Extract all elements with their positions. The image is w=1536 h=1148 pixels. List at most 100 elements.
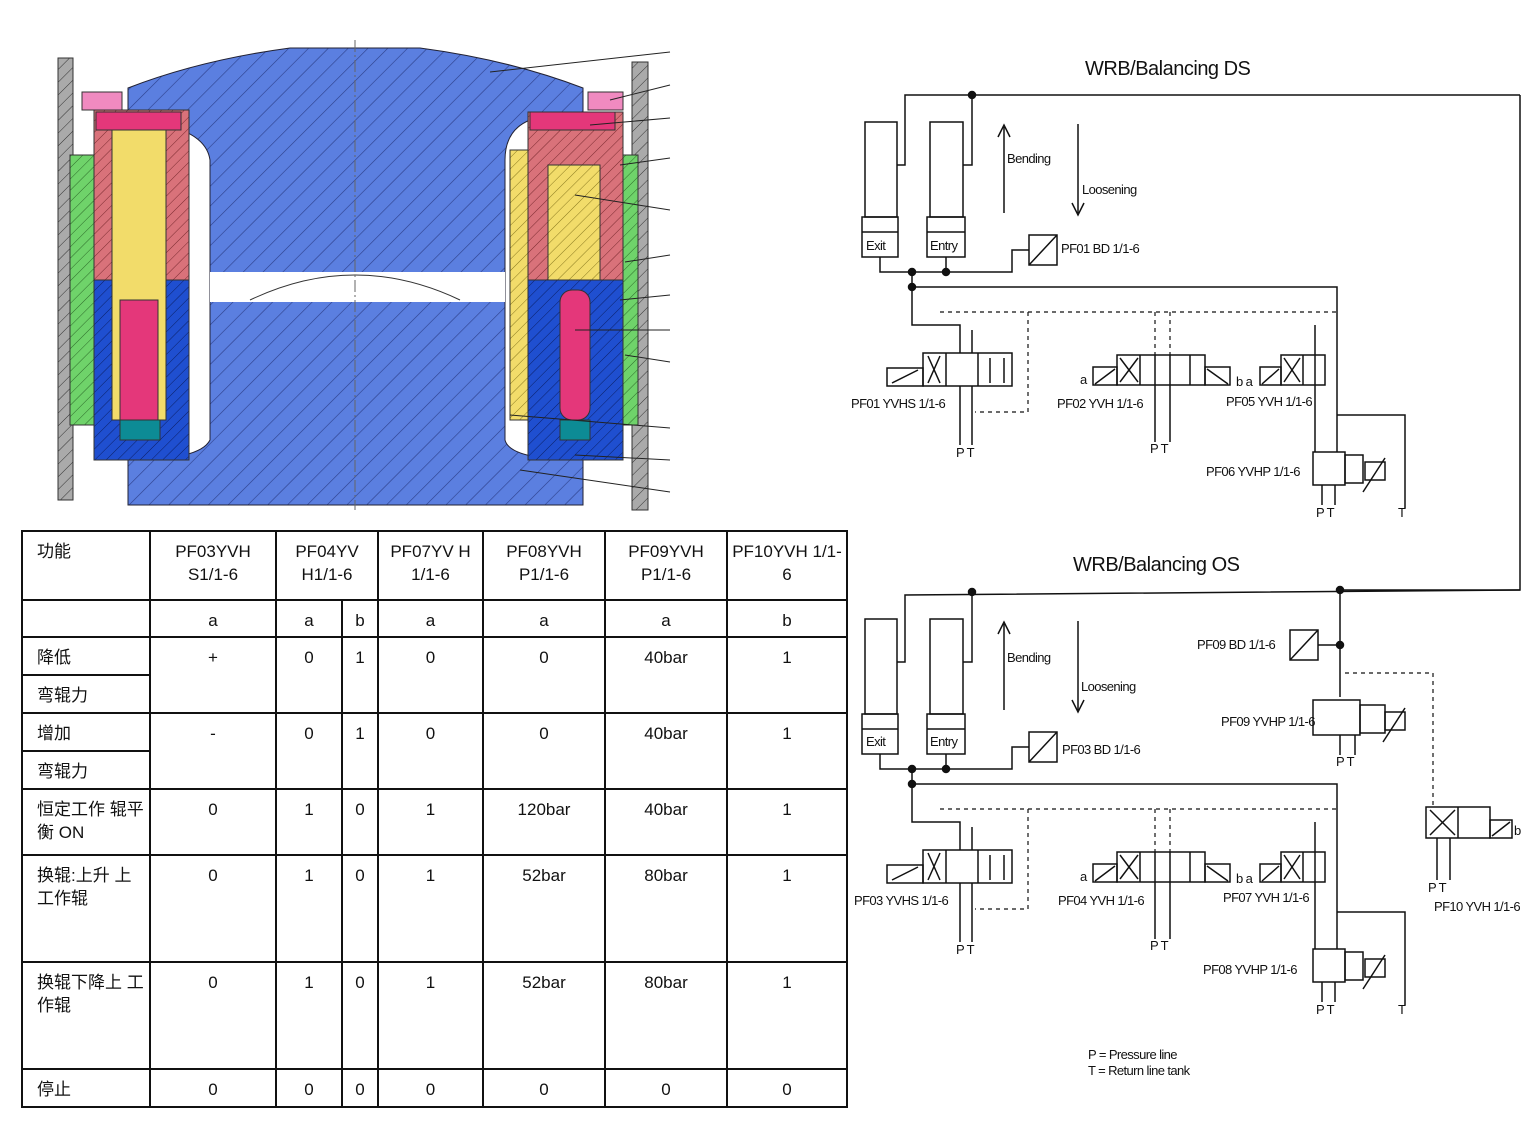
value-cell: 1 — [341, 636, 379, 714]
function-cell: 弯辊力 — [21, 674, 151, 714]
port-cell: a — [275, 599, 343, 638]
value-cell: 0 — [341, 961, 379, 1070]
directional-valve — [922, 352, 1013, 387]
value-cell: 0 — [275, 712, 343, 790]
value-cell: 0 — [482, 712, 606, 790]
schematic-line — [912, 783, 1338, 949]
function-cell: 弯辊力 — [21, 750, 151, 790]
value-cell: 1 — [726, 788, 848, 856]
solenoid — [1204, 863, 1231, 883]
value-cell: 80bar — [604, 961, 728, 1070]
function-cell: 恒定工作 辊平衡 ON — [21, 788, 151, 856]
schematic-line — [891, 369, 919, 384]
ds-title: WRB/Balancing DS — [1085, 58, 1251, 80]
solenoid — [1259, 366, 1282, 386]
schematic-line — [1289, 629, 1319, 661]
schematic-line — [879, 249, 1029, 273]
directional-valve — [1116, 354, 1206, 386]
schematic-line — [1206, 368, 1229, 385]
value-cell: 0 — [341, 788, 379, 856]
header-cell: PF03YVH S1/1-6 — [149, 530, 277, 601]
tank-line — [1337, 414, 1406, 508]
value-cell: 1 — [275, 854, 343, 963]
function-cell: 增加 — [21, 712, 151, 752]
port-cell: a — [377, 599, 484, 638]
schematic-line — [1491, 821, 1511, 837]
table-row: 弯辊力 — [21, 750, 847, 790]
table-ports-row: a a b a a a b — [21, 599, 848, 638]
port-cell: a — [482, 599, 606, 638]
pt-label: P T — [1150, 938, 1169, 953]
ds-v2-label: PF02 YVH 1/1-6 — [1057, 396, 1143, 411]
header-cell: PF04YV H1/1-6 — [275, 530, 379, 601]
value-cell: 40bar — [604, 712, 728, 790]
empty-cell — [21, 599, 151, 638]
legend-pressure: P = Pressure line — [1088, 1047, 1177, 1062]
value-cell: 0 — [149, 788, 277, 856]
port-cell: b — [341, 599, 379, 638]
port-cell: a — [149, 599, 277, 638]
t-label: T — [1398, 505, 1406, 520]
junction-dot — [941, 267, 951, 277]
valve-spool — [1359, 704, 1386, 734]
legend-return: T = Return line tank — [1088, 1063, 1191, 1078]
ds-v4-label: PF06 YVHP 1/1-6 — [1206, 464, 1300, 479]
os-v3-label: PF07 YVH 1/1-6 — [1223, 890, 1309, 905]
ds-entry-label: Entry — [930, 238, 958, 253]
os-exit-label: Exit — [866, 734, 886, 749]
junction-dot — [941, 764, 951, 774]
function-cell: 换辊下降上 工作辊 — [21, 961, 151, 1070]
schematic-line — [1362, 954, 1386, 990]
directional-valve — [922, 849, 1013, 884]
pt-label: P T — [1316, 505, 1335, 520]
os-bending-label: Bending — [1007, 650, 1051, 665]
schematic-line — [1261, 865, 1280, 882]
value-cell: 1 — [726, 854, 848, 963]
directional-valve — [1116, 851, 1206, 883]
value-cell: 0 — [726, 1068, 848, 1108]
port-cell: b — [726, 599, 848, 638]
os-v6-label: PF10 YVH 1/1-6 — [1434, 899, 1520, 914]
solenoid — [1364, 958, 1386, 978]
value-cell: 1 — [726, 961, 848, 1070]
schematic-line — [1119, 357, 1139, 383]
schematic-line — [912, 286, 1338, 452]
cylinder-right — [509, 91, 639, 461]
header-cell: PF08YVH P1/1-6 — [482, 530, 606, 601]
pressure-line — [1339, 95, 1521, 697]
valve-spool — [1344, 454, 1364, 484]
value-cell: + — [149, 636, 277, 714]
os-entry-label: Entry — [930, 734, 958, 749]
schematic-line — [891, 866, 919, 881]
pt-label: P T — [956, 942, 975, 957]
value-cell: 40bar — [604, 788, 728, 856]
port-ba-label: b a — [1236, 871, 1254, 886]
exit-cylinder — [864, 618, 898, 715]
function-cell: 换辊:上升 上工作辊 — [21, 854, 151, 963]
schematic-line — [1261, 368, 1280, 385]
solenoid — [886, 864, 924, 884]
junction-dot — [1335, 585, 1345, 595]
solenoid — [1384, 711, 1406, 731]
roll-cross-section — [57, 40, 671, 511]
solenoid — [1092, 863, 1118, 883]
ds-v1-label: PF01 YVHS 1/1-6 — [851, 396, 945, 411]
os-v5-label: PF09 YVHP 1/1-6 — [1221, 714, 1315, 729]
schematic-line — [927, 355, 941, 384]
hydraulic-schematic — [861, 90, 1521, 1005]
os-title: WRB/Balancing OS — [1073, 554, 1240, 576]
ds-bending-label: Bending — [1007, 151, 1051, 166]
solenoid — [886, 367, 924, 387]
value-cell: 1 — [275, 788, 343, 856]
table-row: 弯辊力 — [21, 674, 847, 714]
pressure-line — [963, 95, 973, 166]
ds-v3-label: PF05 YVH 1/1-6 — [1226, 394, 1312, 409]
os-bd-label: PF03 BD 1/1-6 — [1062, 742, 1141, 757]
schematic-line — [1028, 731, 1058, 763]
header-cell: PF07YV H 1/1-6 — [377, 530, 484, 601]
